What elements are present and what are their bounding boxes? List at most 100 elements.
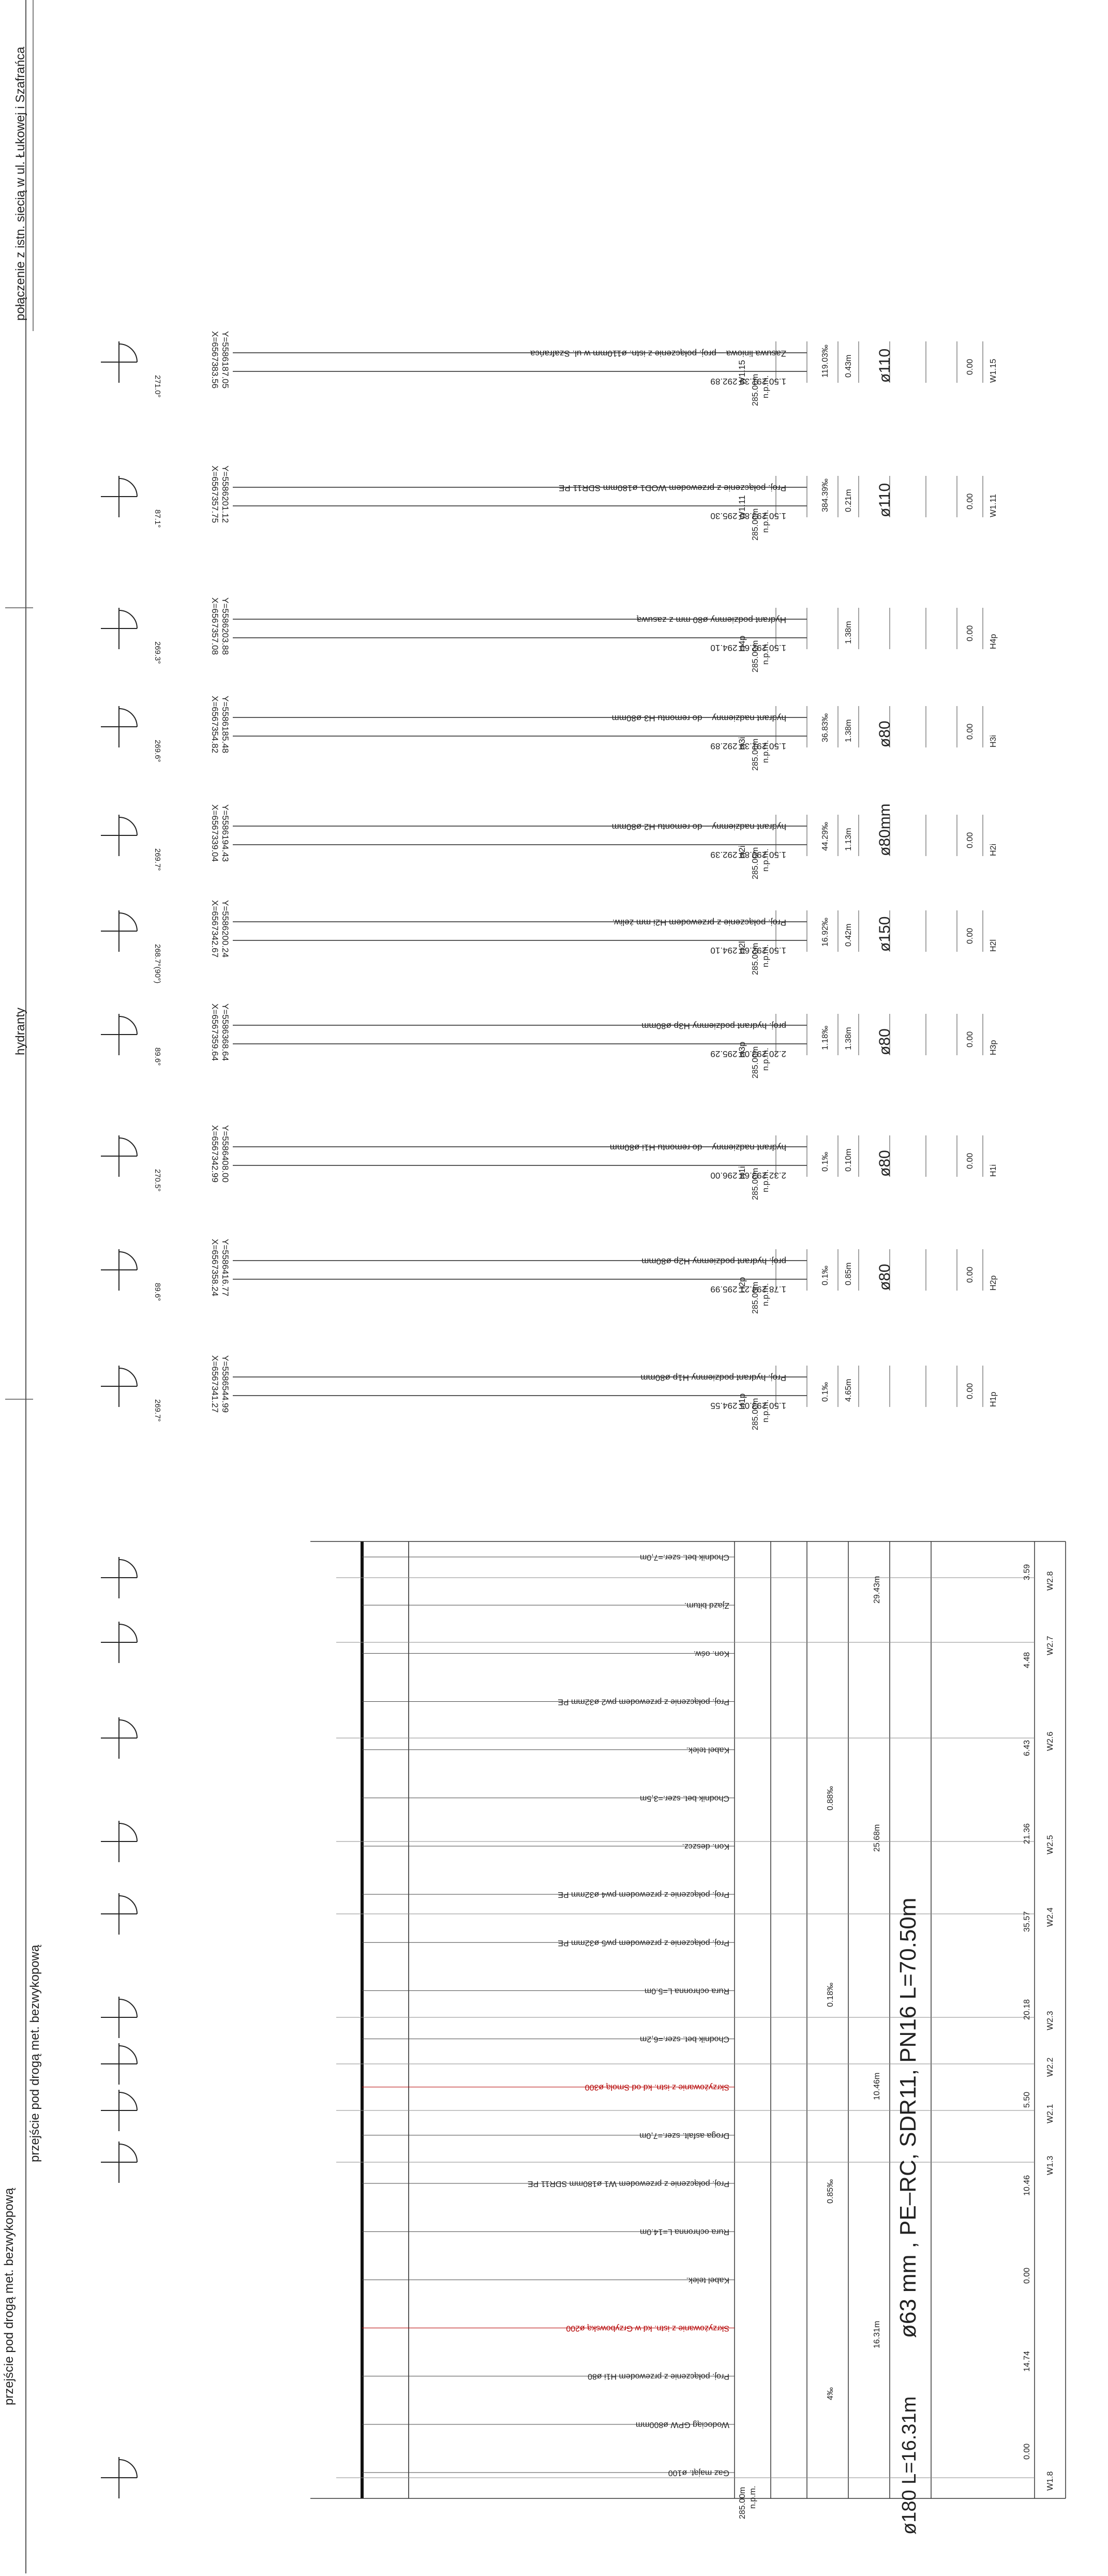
section-note: hydrant nadziemny – do remontu H1i ø80mm (610, 1143, 786, 1152)
angle-arc (118, 1823, 138, 1842)
datum-sub: n.p.m. (761, 376, 770, 398)
datum-label: 285.00m (751, 640, 760, 672)
datum-label: 285.00m (738, 2487, 747, 2519)
chainage: 0.00 (1023, 2268, 1031, 2284)
section-note: proj. hydrant podziemny H2p ø80mm (641, 1256, 786, 1266)
crossing-label: Proj. połączenie z przewodem pw5 ø32mm P… (558, 1938, 729, 1947)
node-id: W1.3 (1046, 2156, 1055, 2175)
datum-sub: n.p.m. (761, 1048, 770, 1071)
coord-y: Y=5586187.05 (220, 331, 230, 388)
chainage: 0.00 (966, 493, 975, 510)
angle-label: 89.6° (153, 1047, 162, 1066)
datum-sub: n.p.m. (761, 510, 770, 533)
station-id: H4p (737, 636, 747, 652)
pipe-diameter: ø80mm (876, 803, 893, 856)
coord-x: X=6567342.67 (210, 900, 220, 957)
section-note: Proj. hydrant podziemny H1p ø80mm (640, 1373, 786, 1383)
slope: 4‰ (826, 2387, 835, 2400)
coord-y: Y=5586201.12 (220, 466, 230, 523)
node-id: H3p (989, 1040, 998, 1055)
coord-y: Y=5586368.64 (220, 1004, 230, 1061)
datum-sub: n.p.m. (761, 642, 770, 665)
length: 0.85m (844, 1263, 853, 1285)
level-values: 1.78 294.21 295.99 (710, 1284, 786, 1294)
node-id: W2.5 (1046, 1835, 1055, 1854)
length: 0.10m (844, 1149, 853, 1172)
coord-x: X=6567357.75 (210, 466, 220, 523)
angle-label: 87.1° (153, 510, 162, 528)
section-note: hydrant nadziemny – do remontu H3 ø80mm (612, 713, 786, 723)
chainage: 0.00 (966, 832, 975, 848)
node-id: W2.6 (1046, 1732, 1055, 1751)
chainage: 3.59 (1023, 1564, 1031, 1580)
coord-y: Y=5586185.48 (220, 696, 230, 753)
angle-label: 270.5° (153, 1169, 162, 1192)
section-note: Proj. połączenie z przewodem H2i mm żeli… (612, 918, 786, 927)
level-values: 1.50 293.80 295.30 (710, 511, 786, 521)
datum-label: 285.00m (751, 1046, 760, 1079)
slope: 0.1‰ (821, 1152, 830, 1172)
node-id: H2i (989, 844, 998, 856)
datum-label: 285.00m (751, 374, 760, 406)
coord-x: X=6567383.56 (210, 331, 220, 388)
node-id: W2.4 (1046, 1908, 1055, 1927)
node-id: W1.11 (989, 494, 998, 517)
angle-arc (118, 610, 138, 629)
angle-arc (118, 1895, 138, 1914)
chainage: 4.48 (1023, 1652, 1031, 1668)
side-label-hydranty: hydranty (13, 1008, 27, 1055)
section-note: Hydrant podziemny ø80 mm z zasuwą (636, 615, 786, 625)
level-values: 1.50 291.39 292.89 (710, 741, 786, 751)
datum-sub: n.p.m. (761, 1170, 770, 1192)
node-id: W2.1 (1046, 2104, 1055, 2123)
angle-arc (118, 708, 138, 727)
crossing-label: Kabel telek. (686, 2275, 729, 2284)
angle-label: 269.7° (153, 1399, 162, 1422)
node-id: W1.8 (1046, 2472, 1055, 2491)
crossing-label: Droga asfalt. szer.=7,0m (639, 2131, 729, 2140)
node-id: W2.3 (1046, 2011, 1055, 2030)
pipe-diameter: ø80 (876, 1028, 893, 1055)
pipe-spec-title: ø63 mm , PE–RC, SDR11, PN16 L=70.50m (895, 1898, 921, 2338)
slope: 1.18‰ (821, 1026, 830, 1050)
crossing-label: Proj. połączenie z przewodem pw2 ø32mm P… (558, 1697, 729, 1706)
chainage: 0.00 (966, 724, 975, 740)
coord-x: X=6567342.99 (210, 1125, 220, 1182)
datum-sub: n.p.m. (761, 740, 770, 763)
angle-arc (118, 2459, 138, 2478)
node-id: H1p (989, 1392, 998, 1407)
crossing-label: Rura ochronna L=5.0m (645, 1986, 729, 1995)
datum-sub: n.p.m. (761, 1400, 770, 1422)
crossing-label: Wodociąg GPW ø800mm (636, 2420, 729, 2429)
chainage: 0.00 (966, 1383, 975, 1399)
angle-arc (118, 1559, 138, 1578)
crossing-label: Skrzyżowanie z istn. kd w Grzybowską ø20… (566, 2324, 729, 2333)
level-values: 2.20 293.09 295.29 (710, 1049, 786, 1059)
section-note: Proj. połączenie z przewodem WOD1 ø180mm… (559, 483, 786, 493)
length: 0.43m (844, 355, 853, 378)
angle-label: 271.0° (153, 375, 162, 398)
crossing-label: Gaz mająt. ø100 (668, 2468, 729, 2477)
datum-label: 285.00m (751, 1168, 760, 1200)
angle-arc (118, 2144, 138, 2163)
node-id: W1.15 (989, 359, 998, 383)
pipe-spec-short: ø180 L=16.31m (899, 2397, 920, 2535)
chainage: 35.57 (1023, 1911, 1031, 1932)
length: 10.46m (873, 2073, 881, 2100)
length: 0.42m (844, 924, 853, 947)
crossing-label: Zjazd bitum. (684, 1601, 729, 1610)
chainage: 20.18 (1023, 1999, 1031, 2020)
pipe-diameter: ø80 (876, 721, 893, 747)
pipe-diameter: ø80 (876, 1264, 893, 1291)
coord-x: X=6567359.64 (210, 1004, 220, 1061)
chainage: 6.43 (1023, 1740, 1031, 1756)
